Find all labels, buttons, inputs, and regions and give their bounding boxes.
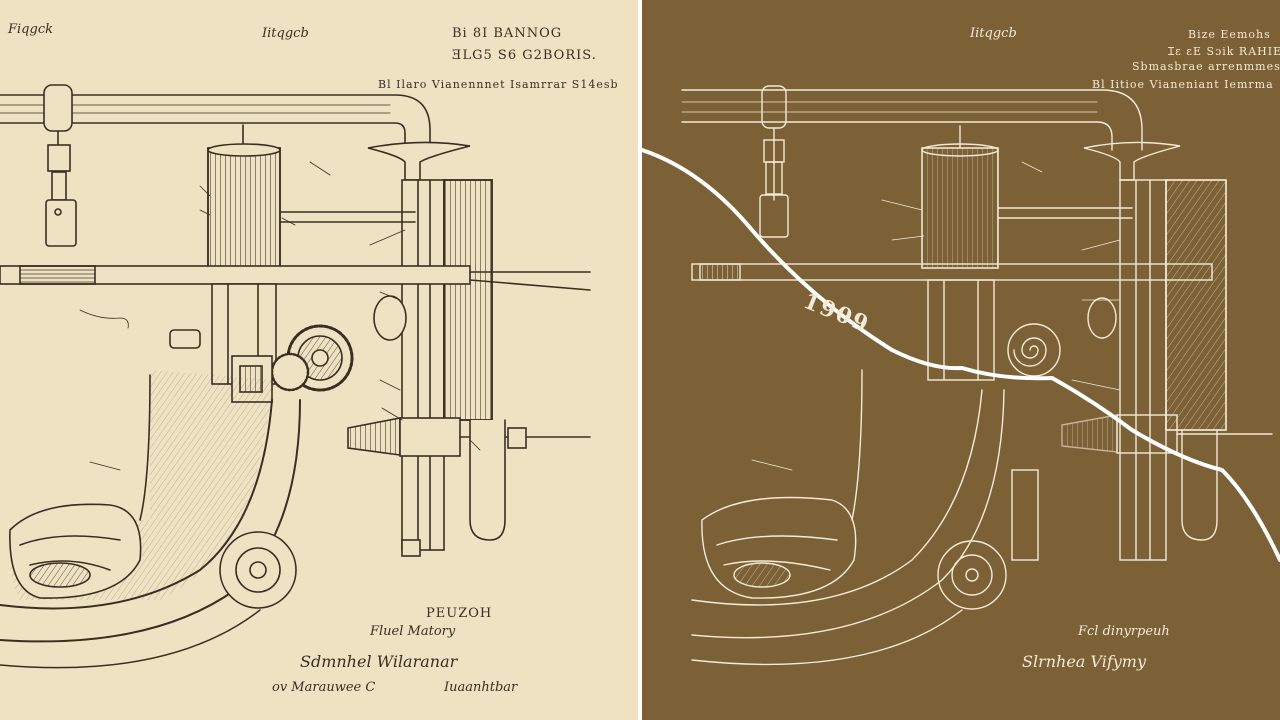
header-subline: Bl Ilaro Vianennnet Isamrrar S14esb	[378, 78, 619, 91]
header-label-right-2: ƎLG5 S6 G2BORIS.	[452, 48, 597, 63]
bp-header-label-right-1: Bize Eemohs	[1188, 28, 1271, 41]
patent-drawing-original: Fiqgck Iitqgcb Bi 8I BANNOG ƎLG5 S6 G2BO…	[0, 0, 638, 720]
inventor-signature: Sdmnhel Wilaranar	[300, 652, 458, 671]
header-label-left: Fiqgck	[8, 22, 53, 37]
header-label-center: Iitqgcb	[262, 26, 309, 41]
bp-header-subline: Bl Iitioe Vianeniant Iemrma	[1092, 78, 1274, 91]
bp-footer-line: Fcl dinyrpeuh	[1078, 624, 1170, 639]
attorney-label: Iuaanhtbar	[444, 680, 518, 695]
torn-edge-line	[642, 148, 1280, 562]
patent-drawing-blueprint: Iitqgcb Bize Eemohs Ɪɛ ɛE Sɔik RAHIEE Sb…	[642, 0, 1280, 720]
patent-drawing-art	[0, 0, 638, 720]
top-pipe-inner	[0, 122, 406, 151]
top-pipe-outer	[0, 94, 431, 151]
bp-inventor-signature: Slrnhea Vifymy	[1022, 652, 1146, 671]
bp-header-label-right-3: Sbmasbrae arrenmmes	[1132, 60, 1280, 73]
footer-title: PEUZOH	[426, 606, 493, 621]
bp-header-label-center: Iitqgcb	[970, 26, 1017, 41]
header-label-right-1: Bi 8I BANNOG	[452, 26, 563, 41]
witness-label: ov Marauwee C	[272, 680, 376, 695]
blueprint-drawing-art	[642, 0, 1280, 720]
bp-header-label-right-2: Ɪɛ ɛE Sɔik RAHIEE	[1168, 45, 1280, 58]
center-divider	[638, 0, 642, 720]
footer-line: Fluel Matory	[370, 624, 456, 639]
